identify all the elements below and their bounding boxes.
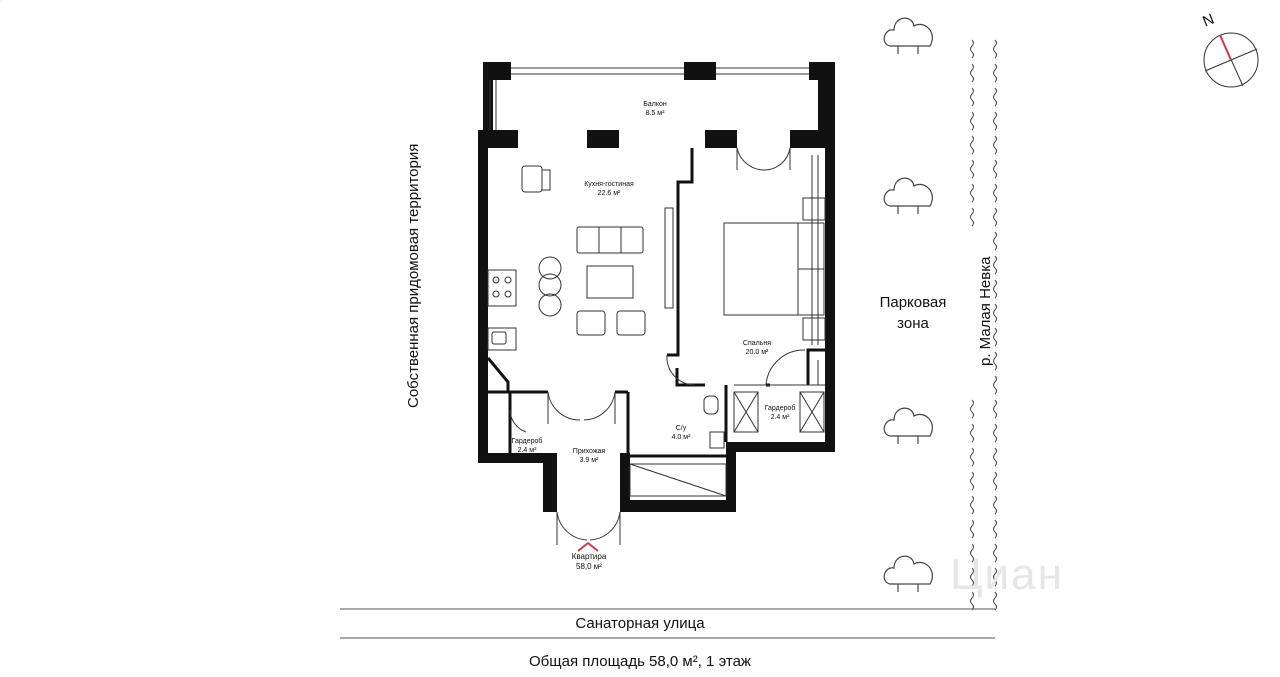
wave-mark [970, 591, 974, 611]
wave-mark [993, 39, 997, 59]
wave-mark [970, 135, 974, 155]
wave-mark [970, 567, 974, 587]
room-name: Балкон [643, 101, 667, 108]
room-label-bathroom: С/у 4.0 м² [672, 424, 691, 442]
wave-mark [993, 567, 997, 587]
wave-mark [970, 471, 974, 491]
wave-mark [970, 543, 974, 563]
wave-mark [993, 159, 997, 179]
wave-mark [993, 207, 997, 227]
street-label: Санаторная улица [575, 615, 705, 632]
wave-mark [970, 111, 974, 131]
wave-mark [993, 231, 997, 251]
room-name: Прихожая [572, 448, 606, 455]
tree-icon [883, 177, 933, 214]
tree-icon [883, 555, 933, 592]
partitions [486, 148, 825, 500]
wave-mark [993, 303, 997, 323]
room-label-wardrobe-right: Гардероб 2.4 м² [765, 404, 796, 422]
wave-mark [993, 543, 997, 563]
wave-mark [993, 135, 997, 155]
wave-mark [993, 255, 997, 275]
room-area: 2.4 м² [517, 447, 537, 454]
wave-mark [993, 423, 997, 443]
compass-icon [1203, 32, 1259, 88]
wave-mark [993, 279, 997, 299]
room-area: 8.5 м² [645, 110, 665, 117]
left-territory-label: Собственная придомовая территория [405, 143, 422, 408]
wave-mark [970, 159, 974, 179]
wave-mark [993, 327, 997, 347]
park-zone-label: Парковая зона [880, 292, 947, 334]
room-name: Спальня [742, 340, 772, 347]
wave-mark [993, 591, 997, 611]
room-area: 20.0 м² [745, 349, 769, 356]
river-waves-grid [970, 39, 997, 611]
wave-mark [993, 471, 997, 491]
wave-mark [993, 183, 997, 203]
wave-mark [993, 447, 997, 467]
room-name: С/у [675, 425, 687, 432]
room-name: Кухня-гостиная [584, 181, 634, 188]
room-area: 2.4 м² [770, 414, 790, 421]
balcony-frame [489, 67, 809, 130]
furniture [487, 165, 826, 497]
wave-mark [970, 207, 974, 227]
park-line-2: зона [897, 315, 929, 332]
wave-mark [993, 111, 997, 131]
room-area: 4.0 м² [671, 434, 691, 441]
wave-mark [970, 495, 974, 515]
doors [509, 147, 806, 545]
room-area: 3.9 м² [579, 457, 599, 464]
tree-icon [883, 17, 933, 54]
wave-mark [993, 87, 997, 107]
wave-mark [993, 399, 997, 419]
room-name: Гардероб [511, 438, 543, 445]
wave-mark [970, 183, 974, 203]
total-area-summary: Общая площадь 58,0 м², 1 этаж [529, 653, 751, 670]
wave-mark [970, 39, 974, 59]
tree-icons [883, 17, 933, 592]
wave-mark [993, 351, 997, 371]
entrance-name: Квартира [571, 552, 607, 561]
room-label-balcony: Балкон 8.5 м² [643, 100, 666, 118]
street-lines [340, 608, 995, 639]
wave-mark [993, 63, 997, 83]
room-label-kitchen: Кухня-гостиная 22.6 м² [584, 180, 634, 198]
entrance-area: 58,0 м² [576, 562, 602, 571]
room-label-hall: Прихожая 3.9 м² [573, 447, 605, 465]
wave-mark [970, 399, 974, 419]
watermark: Циан [950, 550, 1064, 599]
room-label-bedroom: Спальня 20.0 м² [743, 339, 771, 357]
room-label-wardrobe-left: Гардероб 2.4 м² [512, 437, 543, 455]
river-label: р. Малая Невка [977, 256, 994, 366]
wave-mark [993, 519, 997, 539]
wave-mark [993, 375, 997, 395]
walls [478, 62, 835, 512]
park-line-1: Парковая [879, 294, 947, 311]
entrance-marker [577, 541, 599, 552]
wave-mark [970, 87, 974, 107]
wave-mark [970, 519, 974, 539]
tree-icon [883, 407, 933, 444]
wave-mark [970, 447, 974, 467]
windows [811, 155, 819, 385]
wave-mark [970, 423, 974, 443]
wave-mark [970, 63, 974, 83]
room-area: 22.6 м² [597, 190, 621, 197]
wave-mark [993, 495, 997, 515]
room-name: Гардероб [764, 405, 796, 412]
